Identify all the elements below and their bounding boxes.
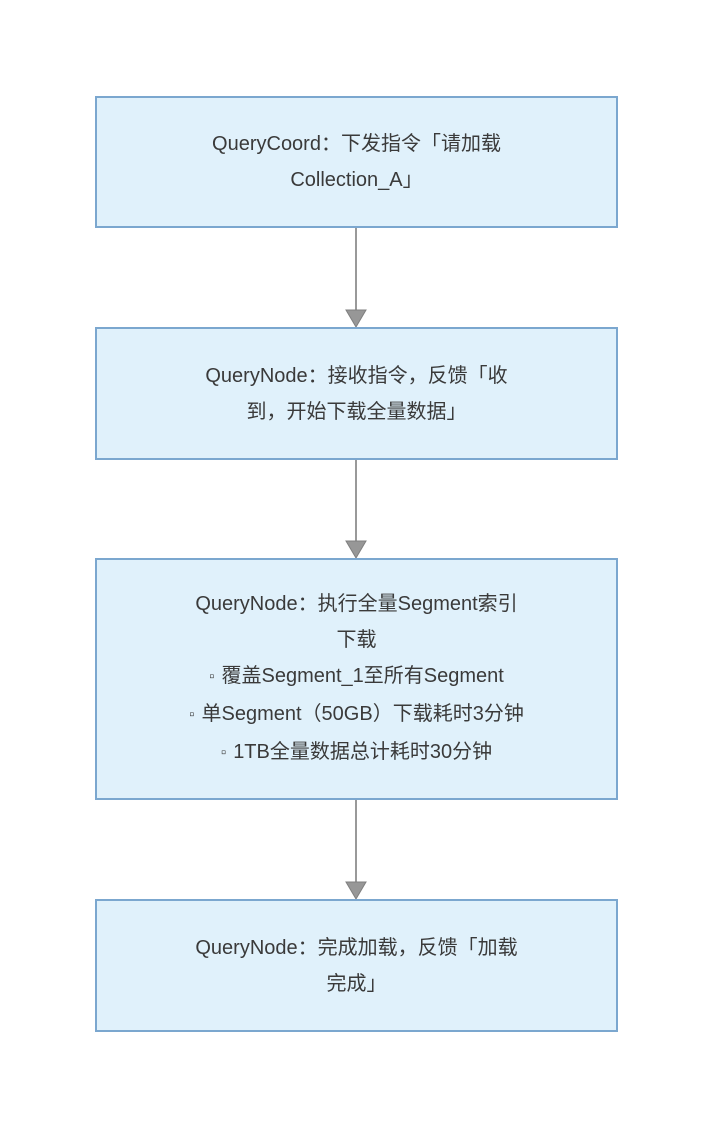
flow-step-querynode-download: QueryNode：执行全量Segment索引下载 ▫ 覆盖Segment_1至所… [95,558,618,800]
step-3-bullet-item: ▫ 1TB全量数据总计耗时30分钟 [221,734,492,772]
arrow-down-icon [345,881,367,899]
connector-arrow-1 [345,228,367,327]
step-3-bullet-item: ▫ 覆盖Segment_1至所有Segment [209,658,504,696]
step-3-bullet-item: ▫ 单Segment（50GB）下载耗时3分钟 [189,696,524,734]
arrow-down-icon [345,540,367,558]
flow-step-querynode-ack: QueryNode：接收指令，反馈「收到，开始下载全量数据」 [95,327,618,460]
square-bullet-icon: ▫ [209,668,215,685]
step-1-text: QueryCoord：下发指令「请加载Collection_A」 [212,133,501,191]
step-4-text: QueryNode：完成加载，反馈「加载完成」 [195,936,518,995]
bullet-text: 1TB全量数据总计耗时30分钟 [233,741,493,763]
square-bullet-icon: ▫ [220,744,227,761]
bullet-text: 单Segment（50GB）下载耗时3分钟 [201,703,524,725]
square-bullet-icon: ▫ [189,706,195,723]
flow-step-querynode-complete: QueryNode：完成加载，反馈「加载完成」 [95,899,618,1032]
connector-arrow-2 [345,460,367,558]
connector-arrow-3 [345,800,367,899]
step-2-text: QueryNode：接收指令，反馈「收到，开始下载全量数据」 [205,364,508,423]
step-3-text: QueryNode：执行全量Segment索引下载 [195,593,518,651]
arrow-down-icon [345,309,367,327]
flow-step-querycoord-issue: QueryCoord：下发指令「请加载Collection_A」 [95,96,618,228]
bullet-text: 覆盖Segment_1至所有Segment [221,665,504,687]
